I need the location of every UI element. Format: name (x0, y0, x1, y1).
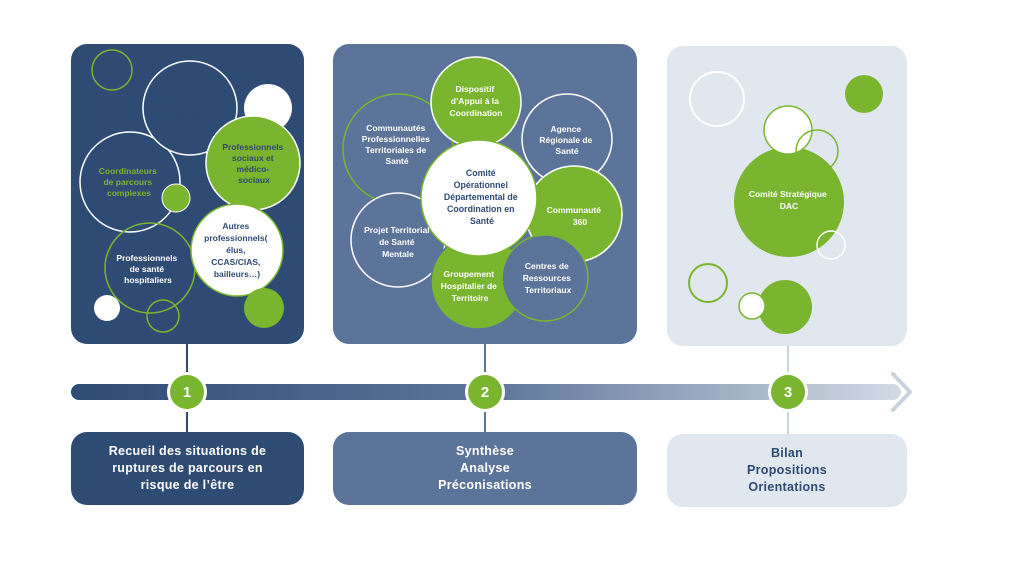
label-ptsm: Projet Territorial de Santé Mentale (364, 225, 432, 259)
label-dispositif: Dispositif d’Appui à la Coordination (450, 84, 503, 118)
label-crt: Centres de Ressources Territoriaux (523, 261, 574, 295)
step1-line2: ruptures de parcours en (112, 461, 263, 475)
bubble-sociaux (205, 115, 301, 211)
label-autres: Autres professionnels( élus, CCAS/CIAS, … (204, 221, 270, 279)
step-box-2: Synthèse Analyse Préconisations (333, 432, 637, 505)
step-number-2: 2 (465, 372, 505, 412)
label-ars: Agence Régionale de Santé (539, 124, 594, 156)
label-comite-strategique: Comité Stratégique DAC (749, 189, 829, 211)
bubble-crt (501, 234, 589, 322)
step2-line1: Synthèse (456, 444, 514, 458)
label-cpts: Communautés Professionnelles Territorial… (362, 123, 432, 166)
step-box-1: Recueil des situations de ruptures de pa… (71, 432, 304, 505)
panel3-bubbles: Comité Stratégique DAC (688, 71, 883, 334)
panel2-bubbles: Dispositif d’Appui à la Coordination Com… (342, 56, 623, 330)
label-ght: Groupement Hospitalier de Territoire (441, 269, 500, 303)
panel1-bubbles: Professionnels de santé libéraux Coordin… (79, 49, 301, 333)
label-liberaux: Professionnels de santé libéraux (158, 89, 221, 121)
bubble-coordinateurs (79, 131, 181, 233)
bubble-liberaux (142, 60, 238, 156)
step3-line3: Orientations (748, 480, 826, 494)
label-coordinateurs: Coordinateurs de parcours complexes (99, 166, 159, 198)
bubble-comite (420, 139, 538, 257)
step2-line2: Analyse (459, 461, 511, 475)
step-number-3: 3 (768, 372, 808, 412)
label-communaute360: Communauté 360 (547, 205, 604, 227)
bubble-autres (190, 203, 284, 297)
step-number-1: 1 (167, 372, 207, 412)
step-box-3: Bilan Propositions Orientations (667, 434, 907, 507)
step1-line1: Recueil des situations de (108, 444, 267, 458)
step3-line1: Bilan (770, 446, 804, 460)
bubble-comite-strategique (734, 147, 844, 257)
label-sociaux: Professionnels sociaux et médico- sociau… (222, 142, 285, 185)
label-comite: Comité Opérationnel Départemental de Coo… (444, 168, 520, 226)
label-hospitaliers: Professionnels de santé hospitaliers (116, 253, 179, 285)
step2-line3: Préconisations (438, 478, 532, 492)
step1-line3: risque de l’être (140, 478, 235, 492)
step3-line2: Propositions (747, 463, 827, 477)
